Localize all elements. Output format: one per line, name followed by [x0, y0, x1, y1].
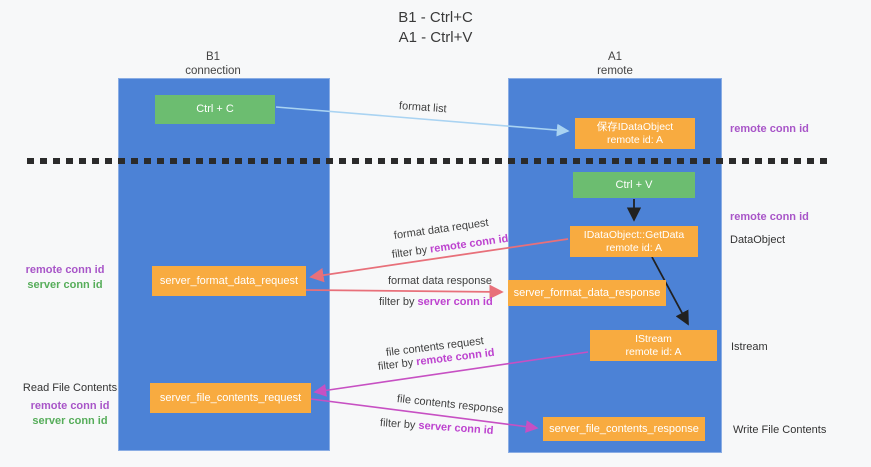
- istream-line1: IStream: [635, 332, 672, 345]
- server-conn-id-annotation-left: server conn id: [27, 279, 103, 291]
- phase-separator-dashed-line: [27, 158, 833, 164]
- filter-by-text: filter by: [379, 417, 419, 432]
- title-line-1: B1 - Ctrl+C: [398, 9, 473, 26]
- server-file-contents-request-box: server_file_contents_request: [150, 383, 311, 413]
- format-data-response-text: format data response: [388, 275, 492, 287]
- server-conn-id-highlight: server conn id: [417, 296, 493, 308]
- istream-box: IStream remote id: A: [590, 330, 717, 361]
- remote-conn-id-annotation-bottom: remote conn id: [30, 400, 110, 412]
- file-contents-response-text: file contents response: [396, 393, 505, 417]
- filter-by-text: filter by: [377, 356, 417, 373]
- lane-header-a1: A1 remote: [555, 50, 675, 78]
- lane-header-a1-name: A1: [607, 51, 623, 63]
- istream-annotation: Istream: [731, 341, 768, 353]
- remote-conn-id-annotation-mid: remote conn id: [730, 211, 809, 223]
- server-conn-id-highlight: server conn id: [418, 419, 494, 437]
- save-dataobject-box: 保存IDataObject remote id: A: [575, 118, 695, 149]
- server-format-data-response-label: server_format_data_response: [513, 286, 661, 299]
- istream-line2: remote id: A: [625, 345, 682, 358]
- server-conn-id-annotation-bottom: server conn id: [32, 415, 108, 427]
- ctrl-v-box: Ctrl + V: [573, 172, 695, 198]
- left-conn-id-annotation-group: remote conn id server conn id: [10, 263, 120, 293]
- ctrl-v-label: Ctrl + V: [615, 178, 653, 191]
- title-line-2: A1 - Ctrl+V: [398, 29, 473, 46]
- server-file-contents-response-box: server_file_contents_response: [543, 417, 705, 441]
- ctrl-c-box: Ctrl + C: [155, 95, 275, 124]
- format-data-response-arrow: [305, 284, 504, 300]
- server-format-data-response-box: server_format_data_response: [508, 280, 666, 306]
- save-dataobject-line1: 保存IDataObject: [596, 120, 674, 133]
- write-file-contents-annotation: Write File Contents: [733, 424, 827, 436]
- filter-by-text: filter by: [391, 243, 431, 261]
- format-list-text: format list: [398, 100, 447, 116]
- server-format-data-request-label: server_format_data_request: [159, 274, 299, 287]
- lane-header-b1: B1 connection: [153, 50, 273, 78]
- lane-header-b1-role: connection: [185, 65, 241, 77]
- getdata-line2: remote id: A: [605, 241, 663, 254]
- lane-header-a1-role: remote: [597, 65, 633, 77]
- save-dataobject-line2: remote id: A: [606, 133, 664, 146]
- format-data-response-label: format data response: [388, 275, 492, 287]
- lane-header-b1-name: B1: [205, 51, 221, 63]
- remote-conn-id-annotation-top: remote conn id: [730, 123, 809, 135]
- read-file-contents-annotation-group: Read File Contents remote conn id server…: [10, 381, 130, 429]
- server-file-contents-request-label: server_file_contents_request: [159, 391, 302, 404]
- getdata-line1: IDataObject::GetData: [583, 228, 685, 241]
- read-file-contents-annotation: Read File Contents: [22, 382, 118, 394]
- file-contents-response-filter-label: filter by server conn id: [380, 417, 494, 437]
- diagram-title: B1 - Ctrl+C A1 - Ctrl+V: [0, 8, 871, 48]
- filter-by-text: filter by: [379, 296, 418, 308]
- file-contents-response-label: file contents response: [396, 393, 504, 416]
- format-list-label: format list: [399, 100, 447, 115]
- format-data-response-filter-label: filter by server conn id: [379, 296, 493, 308]
- ctrl-c-label: Ctrl + C: [196, 103, 234, 115]
- getdata-box: IDataObject::GetData remote id: A: [570, 226, 698, 257]
- remote-conn-id-annotation-left: remote conn id: [25, 264, 105, 276]
- dataobject-annotation: DataObject: [730, 234, 786, 246]
- remote-conn-id-highlight: remote conn id: [429, 232, 510, 256]
- server-file-contents-response-label: server_file_contents_response: [549, 422, 699, 435]
- server-format-data-request-box: server_format_data_request: [152, 266, 306, 296]
